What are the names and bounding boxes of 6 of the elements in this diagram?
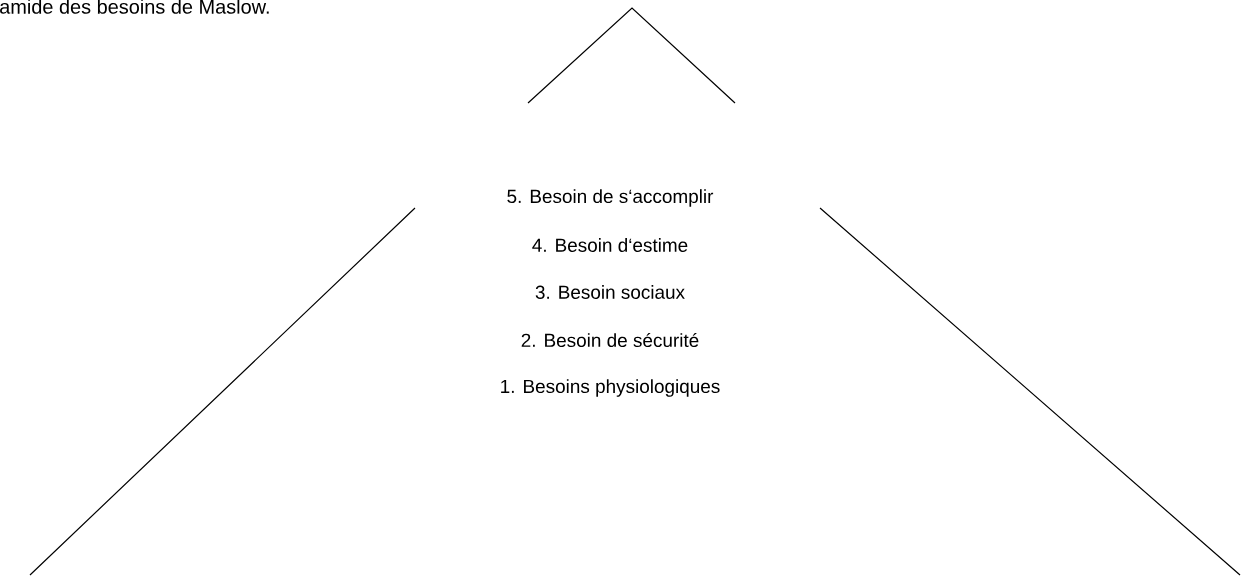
title: amide des besoins de Maslow. bbox=[0, 0, 269, 14]
level-label: 1. Besoins physiologiques bbox=[501, 379, 720, 397]
level-label: 3. Besoin sociaux bbox=[535, 285, 685, 299]
level-label: 5. Besoin de s‘accomplir bbox=[507, 189, 714, 207]
level-label: 2. Besoin de sécurité bbox=[521, 332, 699, 348]
level-label: 4. Besoin d‘estime bbox=[532, 238, 688, 252]
